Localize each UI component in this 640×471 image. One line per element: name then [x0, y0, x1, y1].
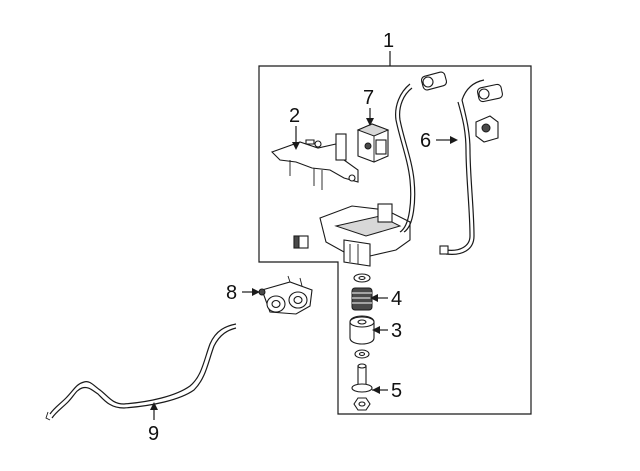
bolt-part-5 — [351, 363, 373, 393]
callout-5-label: 5 — [391, 380, 402, 402]
bushing-part-3 — [349, 315, 375, 345]
bracket-part-2 — [270, 133, 359, 190]
sensor-line-part-6 — [439, 79, 503, 255]
callout-8-arrowhead — [252, 288, 260, 296]
callout-6-arrowhead — [450, 136, 458, 144]
valve-bracket-part-8 — [258, 275, 313, 315]
washer-middle — [354, 349, 370, 359]
callout-2-label: 2 — [289, 105, 300, 127]
callout-2-arrowhead — [292, 142, 300, 150]
callout-6-label: 6 — [420, 130, 431, 152]
washer-top — [353, 273, 371, 283]
callout-4-arrowhead — [370, 294, 378, 302]
compressor-assembly — [319, 71, 448, 267]
tube-part-9 — [45, 323, 237, 421]
nut-bottom — [353, 397, 371, 411]
callout-3-label: 3 — [391, 320, 402, 342]
callout-3-arrowhead — [372, 326, 380, 334]
callout-9-label: 9 — [148, 423, 159, 445]
callout-5-arrowhead — [372, 386, 380, 394]
assembly-boundary — [258, 65, 532, 415]
valve-block-part-7 — [356, 123, 390, 163]
callout-8-label: 8 — [226, 282, 237, 304]
callout-4-label: 4 — [391, 288, 402, 310]
callout-9-arrowhead — [150, 402, 158, 410]
clip-part-6 — [475, 115, 499, 143]
callout-1-label: 1 — [383, 30, 394, 52]
spring-part-4 — [351, 287, 373, 311]
callout-7-arrowhead — [366, 118, 374, 126]
callout-7-label: 7 — [363, 87, 374, 109]
small-connector — [293, 235, 309, 249]
